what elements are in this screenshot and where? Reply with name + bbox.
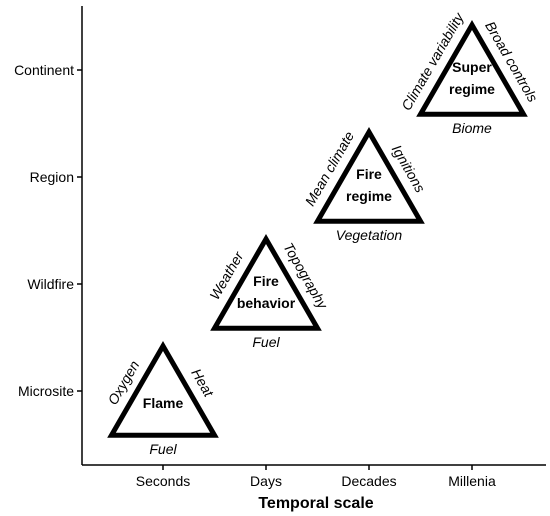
inner-label-line: Fire: [356, 166, 382, 182]
bottom-side-label: Vegetation: [336, 227, 403, 243]
y-tick-label: Continent: [14, 62, 74, 78]
inner-label-line: regime: [449, 81, 495, 97]
bottom-side-label: Biome: [452, 120, 492, 136]
inner-label: Flame: [143, 395, 184, 411]
x-tick-label: Millenia: [448, 473, 496, 489]
triangle-fire-regime: [313, 126, 425, 224]
axes: Temporal scale: [81, 6, 546, 512]
inner-label-line: Super: [452, 59, 492, 75]
x-tick-label: Days: [250, 473, 282, 489]
y-tick-label: Microsite: [18, 383, 74, 399]
x-tick-label: Decades: [341, 473, 396, 489]
bottom-side-label: Fuel: [252, 334, 280, 350]
x-axis-title: Temporal scale: [258, 495, 373, 512]
triangle-fire-behavior: [210, 233, 322, 331]
y-tick-label: Region: [30, 169, 74, 185]
x-tick-label: Seconds: [136, 473, 190, 489]
inner-label-line: regime: [346, 188, 392, 204]
triangle-flame: [107, 340, 219, 438]
inner-label-line: behavior: [237, 295, 296, 311]
triangle-super-regime: [416, 20, 528, 117]
bottom-side-label: Fuel: [149, 441, 177, 457]
y-tick-label: Wildfire: [27, 276, 74, 292]
inner-label-line: Fire: [253, 273, 279, 289]
